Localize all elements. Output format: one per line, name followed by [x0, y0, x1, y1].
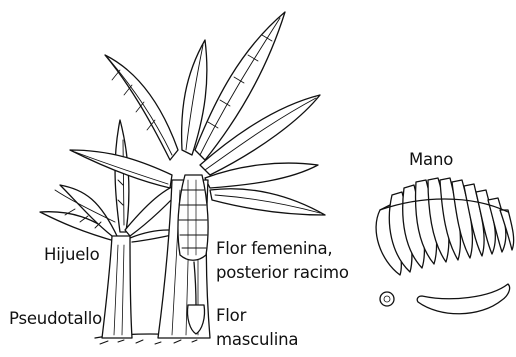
- label-pseudotallo: Pseudotallo: [9, 309, 102, 329]
- label-flor-femenina-line1: Flor femenina,: [216, 239, 332, 259]
- sucker-pseudostem: [102, 236, 132, 338]
- label-flor-masculina-line2: masculina: [216, 330, 298, 350]
- banana-hand: [376, 178, 514, 275]
- label-hijuelo: Hijuelo: [44, 245, 99, 265]
- label-flor-masculina-line1: Flor: [216, 306, 246, 326]
- single-banana: [417, 284, 509, 314]
- banana-cross-section: [380, 292, 394, 306]
- label-mano: Mano: [409, 150, 453, 170]
- label-flor-femenina-line2: posterior racimo: [216, 263, 349, 283]
- fruit-bunch: [178, 175, 208, 260]
